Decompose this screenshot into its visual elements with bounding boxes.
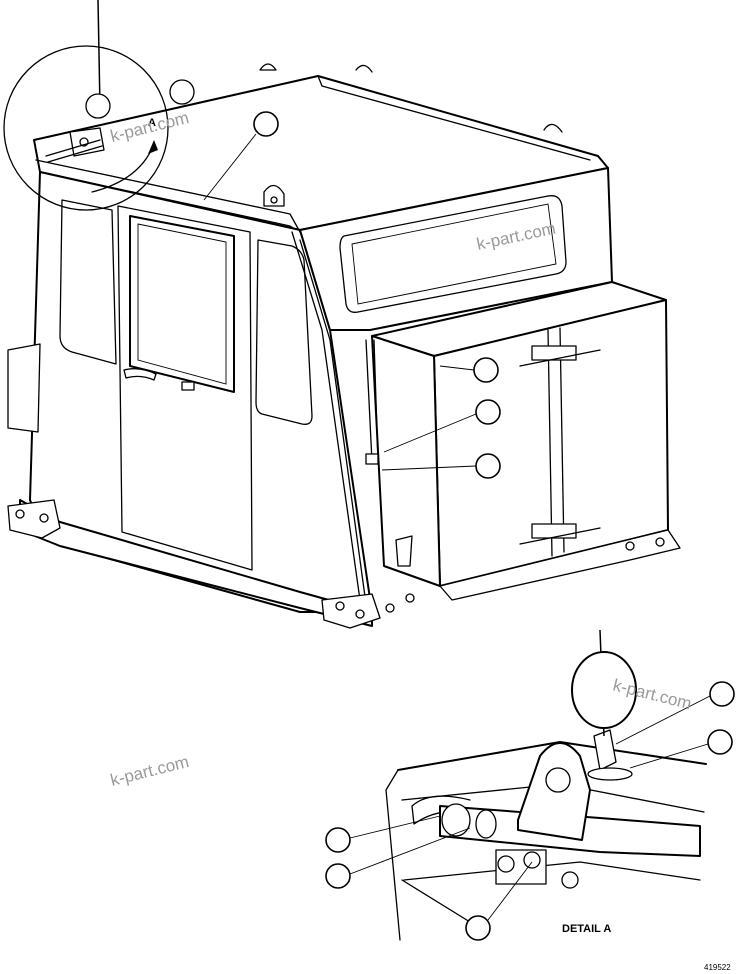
callout-1 [253, 111, 279, 137]
front-windshield [339, 195, 567, 313]
lifting-eye-4 [263, 184, 285, 207]
door-latch [181, 381, 195, 391]
detail-label: DETAIL A [562, 923, 611, 935]
watermark-3: k-part.com [108, 752, 191, 790]
callout-9 [465, 915, 491, 941]
callout-7 [325, 827, 351, 853]
lifting-eye-2 [355, 64, 373, 73]
hinge-upper [531, 345, 577, 361]
callout-8 [325, 863, 351, 889]
cable-fitting [441, 803, 471, 837]
door-handle [123, 368, 157, 381]
cab-assembly [7, 63, 613, 629]
detail-a-view: DETAIL A [385, 629, 707, 941]
detail-mirror [571, 651, 637, 729]
detail-letter: A [148, 117, 156, 129]
figure-number: 419522 [704, 963, 731, 972]
lifting-eye-3 [543, 123, 563, 133]
mast-clamp [365, 453, 379, 465]
door-window [129, 215, 235, 393]
callout-2 [473, 357, 499, 383]
mount-pad-left [7, 499, 61, 539]
detail-a-circle: A [3, 0, 169, 211]
callout-4 [475, 453, 501, 479]
callouts [203, 111, 735, 941]
filter-housing [365, 281, 681, 601]
lifting-eye-1 [259, 63, 277, 71]
hinge-lower [531, 523, 577, 539]
side-step-box [7, 343, 41, 433]
antenna-mirror [85, 93, 111, 119]
mount-pad-front [321, 593, 381, 629]
roof-ring [169, 79, 195, 105]
rear-side-window [59, 199, 117, 365]
front-side-window [255, 239, 313, 425]
callout-3 [475, 399, 501, 425]
callout-5 [709, 681, 735, 707]
callout-6 [707, 729, 733, 755]
